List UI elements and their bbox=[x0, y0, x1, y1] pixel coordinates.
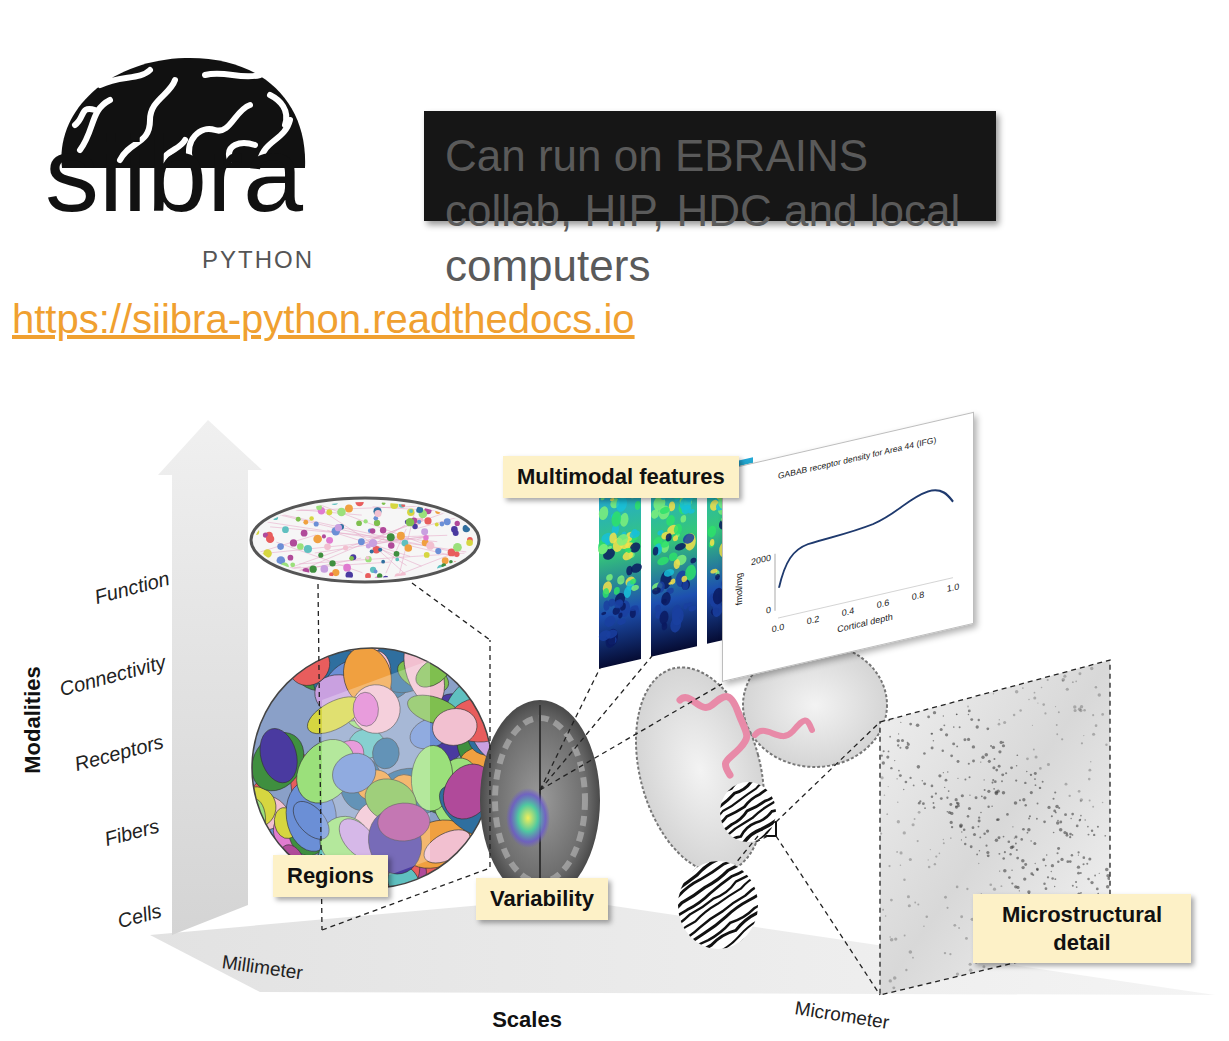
chart-tick: 2000 bbox=[751, 553, 771, 568]
box-label: Microstructural detail bbox=[987, 901, 1177, 956]
axis-title: Scales bbox=[492, 1007, 562, 1032]
chart-tick: 0 bbox=[766, 605, 771, 617]
chart-tick: 0.6 bbox=[877, 597, 890, 610]
label-box: Regions bbox=[273, 855, 388, 897]
logo-wordmark: siibra bbox=[45, 120, 303, 228]
axis-tick: Connectivity bbox=[57, 651, 168, 701]
line-chart bbox=[723, 413, 973, 681]
axis-tick: Micrometer bbox=[793, 997, 890, 1033]
platform-note: Can run on EBRAINS collab, HIP, HDC and … bbox=[445, 128, 985, 293]
label-box: Variability bbox=[476, 878, 608, 920]
chart-title: GABAB receptor density for Area 44 (IFG) bbox=[778, 436, 936, 482]
doc-link: https://siibra-python.readthedocs.io bbox=[12, 296, 635, 342]
chart-panel: GABAB receptor density for Area 44 (IFG)… bbox=[722, 412, 974, 682]
logo-subtitle: PYTHON bbox=[202, 246, 314, 274]
axis-tick: Cells bbox=[115, 899, 164, 933]
axis-tick: Function bbox=[92, 567, 172, 609]
axis-title: Modalities bbox=[20, 666, 45, 774]
chart-tick: 0.8 bbox=[912, 589, 925, 602]
chart-tick: 1.0 bbox=[947, 581, 960, 594]
label-box: Multimodal features bbox=[503, 456, 739, 498]
probability-blob bbox=[506, 788, 550, 848]
box-label: Multimodal features bbox=[517, 463, 725, 491]
chart-tick: 0.0 bbox=[772, 622, 785, 635]
label-box: Microstructural detail bbox=[973, 894, 1191, 963]
modality-arrow bbox=[158, 420, 262, 935]
chart-axis-label: fmol/mg bbox=[734, 572, 744, 606]
chart-tick: 0.4 bbox=[842, 605, 855, 618]
box-label: Variability bbox=[490, 885, 594, 913]
cortex-slice bbox=[615, 643, 887, 887]
axis-tick: Receptors bbox=[72, 730, 166, 776]
axis-tick: Fibers bbox=[102, 815, 162, 852]
chart-tick: 0.2 bbox=[807, 614, 820, 627]
box-label: Regions bbox=[287, 862, 374, 890]
function-map bbox=[251, 498, 479, 582]
mri-slice bbox=[480, 700, 600, 900]
